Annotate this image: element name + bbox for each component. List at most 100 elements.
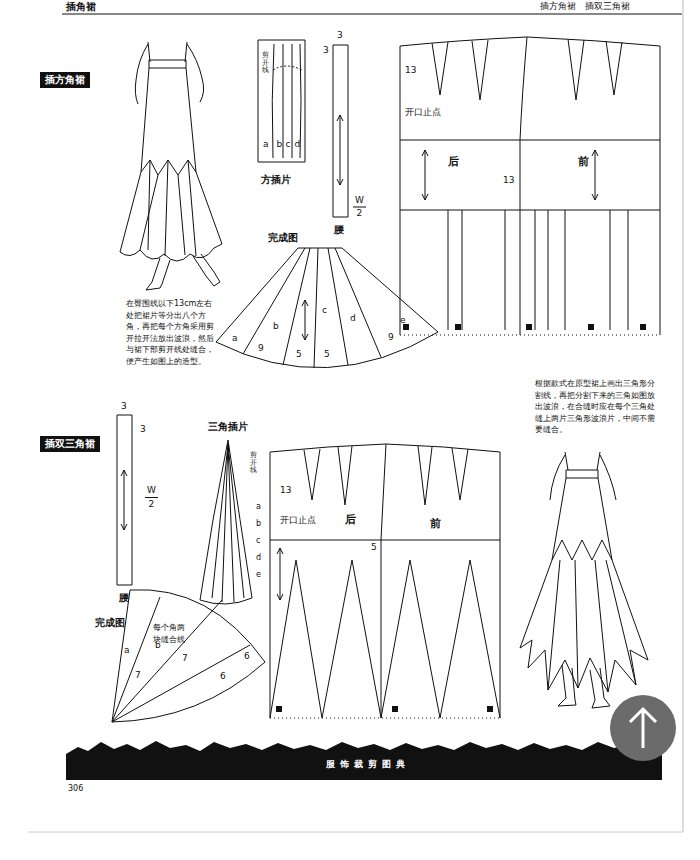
part-name: 腰 (119, 592, 129, 603)
point-letter: d (350, 314, 356, 324)
note-text: 在臀围线以下13cm左右处把裙片等分出八个方角，再把每个方角采用剪开拉开法放出波… (126, 298, 214, 368)
finished-fan (112, 590, 265, 722)
triangle-insert-piece (200, 440, 252, 604)
part-name: 前 (430, 518, 441, 530)
node-text: 服饰裁剪图典 (326, 759, 410, 770)
section-label: 插方角裙 (40, 72, 90, 88)
skirt-pattern (400, 37, 660, 46)
skirt-illustration (552, 540, 612, 560)
dimension-number: 3 (140, 425, 146, 435)
node-text: 插双三角裙 (45, 438, 95, 450)
skirt-pattern (403, 324, 646, 330)
triangle-insert-piece (200, 440, 252, 604)
skirt-illustration (120, 42, 222, 290)
point-letter: b (155, 641, 161, 651)
skirt-illustration (565, 452, 600, 470)
scroll-top-button (610, 695, 676, 761)
node-text: 插方角裙 (45, 74, 85, 86)
skirt-pattern (270, 452, 271, 718)
point-letter: a (232, 334, 238, 344)
point-letter: a (124, 646, 130, 656)
square-insert-piece (258, 40, 305, 162)
skirt-pattern (400, 210, 660, 211)
waistband-piece (353, 207, 366, 208)
skirt-illustration (135, 44, 148, 104)
skirt-illustration (558, 698, 610, 708)
footer-band-ground (66, 741, 662, 780)
page-frame (62, 14, 682, 15)
page-frame (28, 832, 683, 833)
header-text: 开口止点 (280, 516, 316, 526)
skirt-pattern (500, 452, 501, 718)
waistband-piece (333, 45, 348, 217)
scroll-top-button (610, 695, 676, 761)
dimension-number: 5 (324, 350, 330, 360)
dimension-number: 6 (220, 672, 226, 682)
point-letter: e (256, 571, 261, 580)
skirt-pattern (526, 324, 532, 330)
point-letter: e (400, 316, 406, 326)
waistband-piece (337, 115, 343, 185)
skirt-pattern (422, 150, 428, 200)
cut-line-label: 剪开线 (262, 52, 269, 75)
skirt-illustration (566, 470, 598, 478)
point-letter: W (147, 486, 156, 496)
skirt-pattern (487, 706, 493, 712)
point-letter: b (277, 140, 283, 150)
dimension-number: 13 (280, 486, 291, 496)
skirt-pattern (270, 444, 500, 718)
page-title: 插角裙 (66, 1, 96, 12)
cut-line-label: 剪开线 (250, 452, 257, 475)
skirt-pattern (276, 706, 282, 712)
skirt-illustration (146, 272, 220, 290)
finished-fan (302, 300, 308, 340)
skirt-pattern (400, 37, 660, 335)
point-letter: W (355, 196, 364, 206)
finished-fan (216, 248, 438, 368)
part-name: 后 (345, 514, 356, 526)
dimension-number: 306 (68, 785, 83, 794)
header-text: 开口止点 (405, 108, 441, 118)
dimension-number: 3 (121, 402, 127, 412)
skirt-illustration (152, 254, 214, 284)
dimension-number: 9 (258, 344, 264, 354)
point-letter: c (256, 537, 260, 546)
part-name: 腰 (334, 224, 344, 235)
skirt-pattern (276, 706, 493, 712)
dimension-number: 2 (149, 500, 155, 510)
part-name: 完成图 (268, 232, 298, 243)
point-letter: d (256, 554, 261, 563)
skirt-illustration (140, 160, 196, 256)
skirt-illustration (148, 42, 187, 62)
skirt-illustration (520, 560, 648, 692)
point-letter: b (256, 520, 261, 529)
point-letter: a (256, 503, 261, 512)
square-insert-piece (272, 44, 301, 158)
page-frame (28, 0, 683, 832)
dimension-number: 5 (371, 543, 377, 553)
dimension-number: 5 (296, 350, 302, 360)
dimension-number: 9 (388, 333, 394, 343)
skirt-pattern (592, 150, 598, 200)
skirt-pattern (455, 324, 461, 330)
scroll-top-button (630, 709, 656, 748)
section-label: 插双三角裙 (40, 436, 100, 452)
footer-band-ground (66, 741, 662, 780)
waistband-piece (117, 415, 158, 585)
waistband-piece (117, 415, 132, 585)
waistband-piece (333, 45, 366, 217)
skirt-pattern (448, 210, 628, 330)
dimension-number: 3 (323, 46, 329, 56)
square-insert-piece (273, 66, 302, 70)
skirt-illustration (552, 478, 612, 560)
skirt-pattern (588, 324, 594, 330)
skirt-pattern (304, 446, 468, 505)
point-letter: b (273, 322, 279, 332)
point-letter: c (322, 306, 327, 316)
point-letter: d (295, 140, 301, 150)
skirt-pattern (381, 444, 386, 718)
skirt-illustration (149, 60, 186, 68)
skirt-illustration (548, 560, 636, 692)
finished-fan (216, 248, 438, 368)
